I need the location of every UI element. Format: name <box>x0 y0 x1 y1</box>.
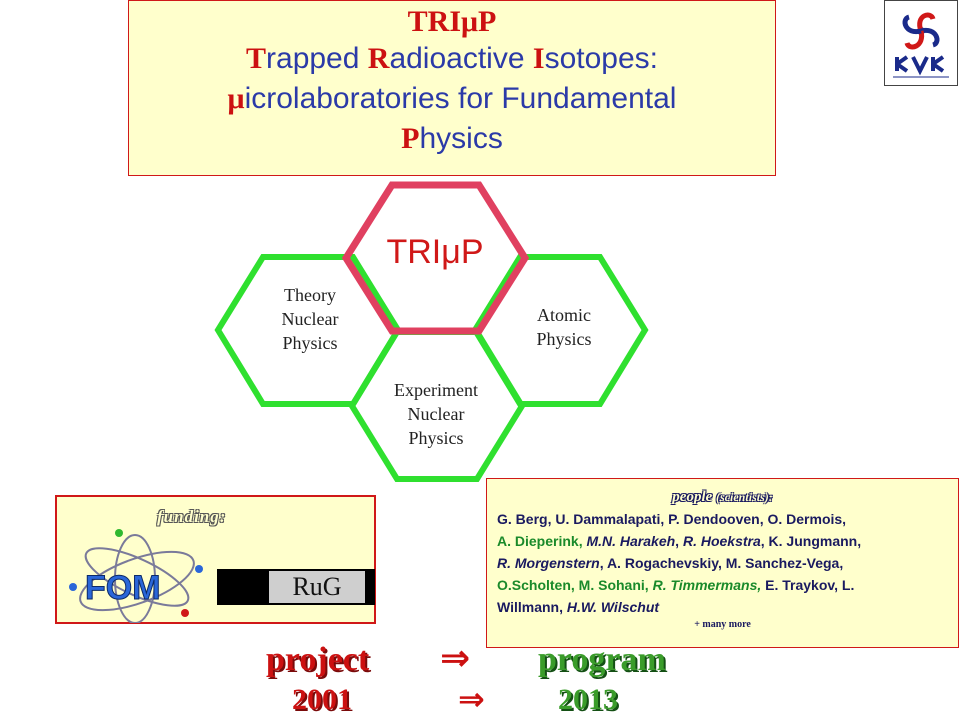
title-line3-rest: hysics <box>419 122 503 155</box>
hex-theory-line-1: Theory <box>284 285 336 305</box>
people-line-1: G. Berg, U. Dammalapati, P. Dendooven, O… <box>497 511 847 527</box>
kvi-logo-icon <box>893 12 949 78</box>
people-more: + many more <box>694 619 751 630</box>
rug-logo: RuG <box>217 569 375 605</box>
people-sep: , <box>675 533 683 549</box>
people-name: A. Dieperink, <box>497 533 587 549</box>
title-line1-part-a: rapped <box>266 42 368 75</box>
hex-atomic-line-1: Atomic <box>537 305 591 325</box>
hex-experiment-line-1: Experiment <box>394 380 478 400</box>
people-line-2: A. Dieperink, M.N. Harakeh, R. Hoekstra,… <box>497 530 948 552</box>
people-list: G. Berg, U. Dammalapati, P. Dendooven, O… <box>487 506 958 618</box>
hex-theory-line-2: Nuclear <box>281 309 339 329</box>
people-name: H.W. Wilschut <box>566 599 660 615</box>
people-name: E. Traykov, L. <box>761 577 855 593</box>
people-name: , A. Rogachevskiy, M. Sanchez-Vega, <box>599 555 844 571</box>
title-initial-mu: μ <box>227 82 245 115</box>
title-acronym: TRIμP <box>407 5 497 38</box>
people-name: M.N. Harakeh <box>586 533 676 549</box>
rug-text: RuG <box>269 571 365 603</box>
people-line-4: O.Scholten, M. Sohani, R. Timmermans, E.… <box>497 574 948 596</box>
title-initial-t: T <box>246 42 267 75</box>
people-title-main: people <box>672 489 713 505</box>
hex-center-label: TRIμP <box>386 233 484 271</box>
year-start: 2001 <box>292 683 352 716</box>
arrow-icon: ⇒ <box>458 680 485 718</box>
project-label: project <box>266 641 370 678</box>
title-initial-i: I <box>532 42 545 75</box>
hex-atomic-label: Atomic Physics <box>518 303 610 351</box>
people-name: O.Scholten, M. Sohani, <box>497 577 653 593</box>
hex-atomic-line-2: Physics <box>536 329 592 349</box>
people-title-sub: (scientists): <box>716 490 773 504</box>
fom-logo-icon: FOM <box>69 529 203 623</box>
people-box: people (scientists): G. Berg, U. Dammala… <box>486 478 959 648</box>
hex-theory-line-3: Physics <box>282 333 338 353</box>
hex-center <box>341 181 530 335</box>
hex-experiment-line-3: Physics <box>408 428 464 448</box>
funding-label: funding: <box>157 507 227 526</box>
people-name: , K. Jungmann, <box>760 533 862 549</box>
people-name: R. Timmermans, <box>652 577 762 593</box>
title-line-2: μicrolaboratories for Fundamental <box>129 79 775 119</box>
title-line1-part-b: adioactive <box>389 42 533 75</box>
hex-experiment-label: Experiment Nuclear Physics <box>372 378 500 450</box>
funding-box: funding: FOM RuG <box>55 495 376 624</box>
title-initial-p: P <box>401 122 420 155</box>
people-name: Willmann, <box>497 599 567 615</box>
title-line1-part-c: sotopes: <box>544 42 658 75</box>
program-label: program <box>538 641 666 678</box>
title-box: TRIμP Trapped Radioactive Isotopes: μicr… <box>128 0 776 176</box>
arrow-icon: ⇒ <box>440 638 471 679</box>
hex-experiment-line-2: Nuclear <box>407 404 465 424</box>
institute-logo <box>884 0 958 86</box>
people-name: R. Morgenstern <box>497 555 600 571</box>
people-line-3: R. Morgenstern, A. Rogachevskiy, M. Sanc… <box>497 552 948 574</box>
people-name: R. Hoekstra <box>682 533 761 549</box>
title-line-1: Trapped Radioactive Isotopes: <box>129 39 775 79</box>
title-initial-r: R <box>367 42 390 75</box>
people-title: people (scientists): <box>487 489 958 506</box>
title-line-3: Physics <box>129 119 775 159</box>
hex-theory-label: Theory Nuclear Physics <box>262 283 358 355</box>
people-line-5: Willmann, H.W. Wilschut <box>497 596 948 618</box>
fom-text: FOM <box>85 569 161 607</box>
year-end: 2013 <box>558 683 618 716</box>
title-line2-rest: icrolaboratories for Fundamental <box>244 82 677 115</box>
